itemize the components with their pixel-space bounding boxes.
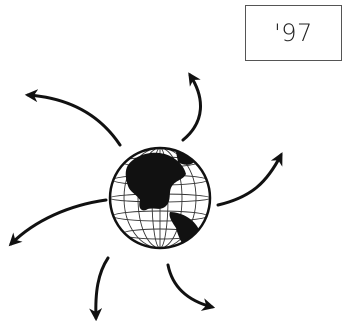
arrow-down-left <box>96 258 108 318</box>
globe-icon <box>110 148 210 250</box>
arrow-left <box>11 200 106 244</box>
arrow-down-right <box>168 265 212 307</box>
arrow-up <box>183 75 200 140</box>
arrow-up-left <box>28 95 120 145</box>
arrow-right <box>218 155 281 205</box>
